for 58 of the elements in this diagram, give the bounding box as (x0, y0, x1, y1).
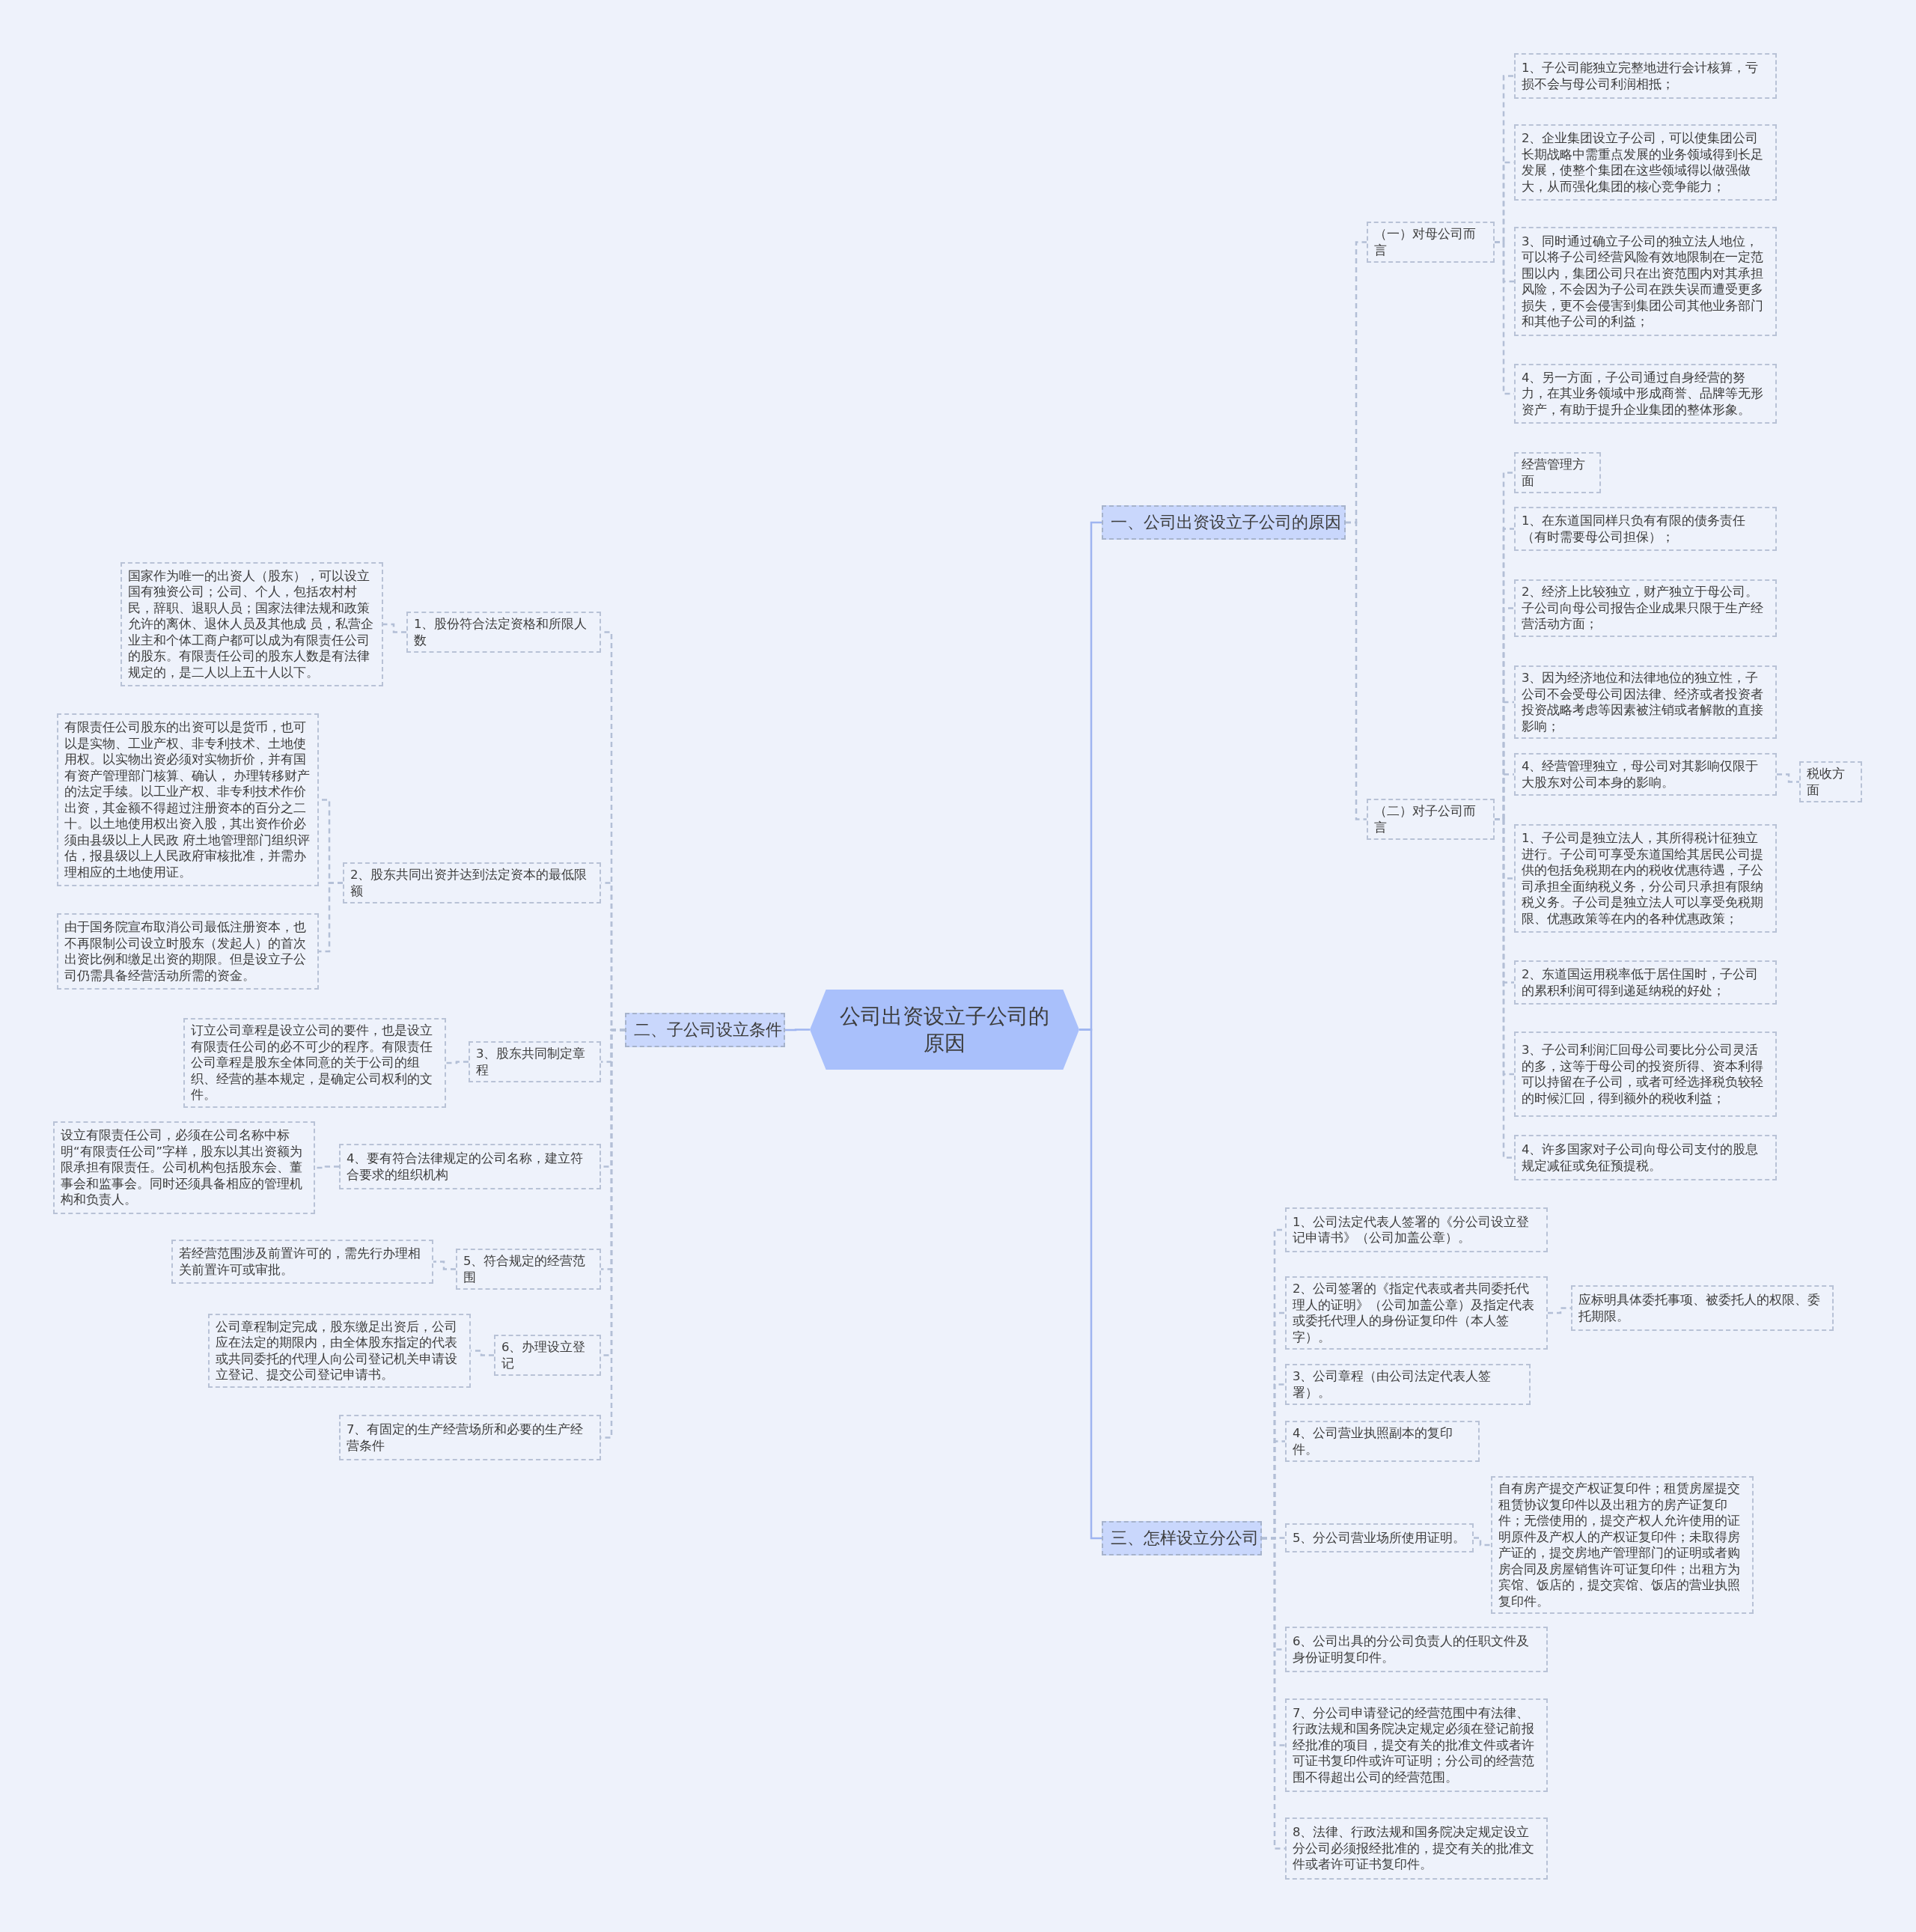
topic-box: 5、分公司营业场所使用证明。 (1285, 1523, 1474, 1552)
topic-box: 7、分公司申请登记的经营范围中有法律、行政法规和国务院决定规定必须在登记前报经批准的项目，提交有关的批准文件或者许可证书复印件或许可证明；分公司的经营范围不得超出公司的经营范围。 (1285, 1698, 1548, 1792)
connector-line (471, 1350, 494, 1356)
topic-box: 2、股东共同出资并达到法定资本的最低限额 (343, 862, 601, 903)
connector-line (1079, 1029, 1102, 1540)
connector-line (319, 882, 343, 953)
topic-box: 订立公司章程是设立公司的要件，也是设立有限责任公司的必不可少的程序。有限责任公司章程是股东全体同意的关于公司的组织、经营的基本规定，是确定公司权利的文件。 (183, 1018, 446, 1108)
topic-box: 有限责任公司股东的出资可以是货币，也可以是实物、工业产权、非专利技术、土地使用权。以实物出资必须对实物折价，并有国有资产管理部门核算、确认， 办理转移财产的法定手续。以工业产权、非专利技术作价出资，其金额不得超过注册资本的百分之二十。以土地使用权出资入股，其出资作价必须由县级以上人民政 府土地管理部门组织评估，报县级以上人民政府审核批准，并需办理相应的土地使用证。 (57, 713, 319, 886)
connector-line (1495, 818, 1514, 1159)
topic-box: （一）对母公司而言 (1367, 222, 1495, 263)
topic-box: 4、经营管理独立，母公司对其影响仅限于大股东对公司本身的影响。 (1514, 753, 1777, 796)
topic-box: 3、股东共同制定章程 (469, 1041, 601, 1082)
topic-box: 8、法律、行政法规和国务院决定规定设立分公司必须报经批准的，提交有关的批准文件或者许可证书复印件。 (1285, 1817, 1548, 1880)
topic-box: 由于国务院宣布取消公司最低注册资本，也不再限制公司设立时股东（发起人）的首次出资比例和缴足出资的期限。但是设立子公司仍需具备经营活动所需的资金。 (57, 913, 319, 990)
branch-topic: 一、公司出资设立子公司的原因 (1102, 505, 1346, 540)
topic-box: 应标明具体委托事项、被委托人的权限、委托期限。 (1571, 1285, 1834, 1331)
topic-box: 2、经济上比较独立，财产独立于母公司。子公司向母公司报告企业成果只限于生产经营活动方面； (1514, 579, 1777, 637)
topic-box: 5、符合规定的经营范围 (456, 1249, 601, 1290)
topic-box: 设立有限责任公司，必须在公司名称中标明“有限责任公司”字样，股东以其出资额为限承担有限责任。公司机构包括股东会、董事会和监事会。同时还须具备相应的管理机构和负责人。 (53, 1121, 315, 1214)
topic-box: 国家作为唯一的出资人（股东），可以设立国有独资公司；公司、个人，包括农村村民，辞职、退职人员；国家法律法规和政策允许的离休、退休人员及其他成 员，私营企业主和个体工商户都可以成为有限责任公司的股东。有限责任公司的股东人数是有法律规定的，是二人以上五十人以下。 (120, 562, 383, 686)
central-topic: 公司出资设立子公司的原因 (810, 990, 1079, 1070)
branch-topic: 三、怎样设立分公司 (1102, 1521, 1262, 1555)
topic-box: 3、子公司利润汇回母公司要比分公司灵活的多，这等于母公司的投资所得、资本利得可以持留在子公司，或者可经选择税负较轻的时候汇回，得到额外的税收利益； (1514, 1031, 1777, 1117)
topic-box: 若经营范围涉及前置许可的，需先行办理相关前置许可或审批。 (171, 1240, 433, 1284)
topic-box: 7、有固定的生产经营场所和必要的生产经营条件 (339, 1415, 601, 1460)
topic-box: 3、公司章程（由公司法定代表人签署）。 (1285, 1364, 1531, 1405)
topic-box: 1、子公司能独立完整地进行会计核算，亏损不会与母公司利润相抵； (1514, 53, 1777, 99)
connector-line (446, 1061, 469, 1064)
topic-box: 公司章程制定完成，股东缴足出资后，公司应在法定的期限内，由全体股东指定的代表或共同委托的代理人向公司登记机关申请设立登记、提交公司登记申请书。 (208, 1314, 471, 1388)
topic-box: 1、子公司是独立法人，其所得税计征独立进行。子公司可享受东道国给其居民公司提供的包括免税期在内的税收优惠待遇，子公司承担全面纳税义务，分公司只承担有限纳税义务。子公司是独立法人可以享受免税期限、优惠政策等在内的各种优惠政策； (1514, 824, 1777, 933)
connector-line (1346, 521, 1367, 820)
topic-box: 经营管理方面 (1514, 452, 1601, 493)
topic-box: 3、因为经济地位和法律地位的独立性，子公司不会受母公司因法律、经济或者投资者投资战略考虑等因素被注销或者解散的直接影响； (1514, 665, 1777, 739)
topic-box: 3、同时通过确立子公司的独立法人地位，可以将子公司经营风险有效地限制在一定范围以内，集团公司只在出资范围内对其承担风险，不会因为子公司在跌失误而遭受更多损失，更不会侵害到集团公司其他业务部门和其他子公司的利益； (1514, 227, 1777, 336)
branch-topic: 二、子公司设立条件 (625, 1013, 785, 1047)
connector-line (1474, 1537, 1491, 1546)
connector-line (383, 623, 406, 633)
connector-line (433, 1261, 456, 1270)
connector-line (1262, 1537, 1285, 1850)
topic-box: 自有房产提交产权证复印件；租赁房屋提交租赁协议复印件以及出租方的房产证复印件；无偿使用的，提交产权人允许使用的证明原件及产权人的产权证复印件；未取得房产证的，提交房地产管理部门的证明或者购房合同及房屋销售许可证复印件；出租方为宾馆、饭店的，提交宾馆、饭店的营业执照复印件。 (1491, 1476, 1754, 1614)
topic-box: 4、许多国家对子公司向母公司支付的股息规定减征或免征预提税。 (1514, 1135, 1777, 1180)
connector-line (1548, 1307, 1571, 1314)
connector-line (785, 1029, 810, 1031)
connector-line (1777, 773, 1799, 783)
topic-box: 4、公司营业执照副本的复印件。 (1285, 1421, 1480, 1462)
connector-line (315, 1165, 339, 1169)
topic-box: 2、东道国运用税率低于居住国时，子公司的累积利润可得到递延纳税的好处； (1514, 960, 1777, 1005)
topic-box: 1、公司法定代表人签署的《分公司设立登记申请书》（公司加盖公章）。 (1285, 1207, 1548, 1252)
topic-box: 4、另一方面，子公司通过自身经营的努力，在其业务领域中形成商誉、品牌等无形资产，有助于提升企业集团的整体形象。 (1514, 364, 1777, 424)
topic-box: 6、办理设立登记 (494, 1335, 601, 1376)
topic-box: 1、股份符合法定资格和所限人数 (406, 612, 601, 653)
topic-box: 1、在东道国同样只负有有限的债务责任（有时需要母公司担保）； (1514, 507, 1777, 551)
topic-box: 6、公司出具的分公司负责人的任职文件及身份证明复印件。 (1285, 1627, 1548, 1672)
topic-box: 4、要有符合法律规定的公司名称，建立符合要求的组织机构 (339, 1144, 601, 1189)
topic-box: 税收方面 (1799, 761, 1862, 802)
topic-box: 2、企业集团设立子公司，可以使集团公司长期战略中需重点发展的业务领域得到长足发展，使整个集团在这些领域得以做强做大，从而强化集团的核心竞争能力； (1514, 124, 1777, 201)
topic-box: 2、公司签署的《指定代表或者共同委托代理人的证明》（公司加盖公章）及指定代表或委托代理人的身份证复印件（本人签字）。 (1285, 1276, 1548, 1350)
topic-box: （二）对子公司而言 (1367, 799, 1495, 840)
